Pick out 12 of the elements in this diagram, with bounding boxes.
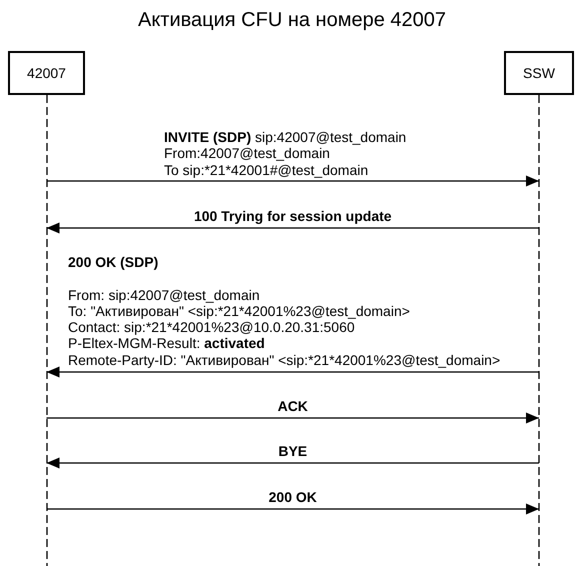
message-arrow (46, 458, 539, 468)
message-arrow (46, 504, 539, 514)
message-label: INVITE (SDP) sip:42007@test_domain From:42007@test_domain To sip:*21*42001#@test_domain (164, 129, 406, 178)
participant-name: SSW (523, 65, 555, 81)
participant-name: 42007 (27, 65, 66, 81)
diagram-title: Активация CFU на номере 42007 (136, 8, 448, 32)
message-arrow (46, 176, 539, 186)
message-arrow (46, 222, 539, 234)
message-label: 100 Trying for session update (194, 208, 392, 224)
message-arrow (46, 412, 539, 424)
message-arrow (46, 366, 539, 378)
message-label: 200 OK (SDP) From: sip:42007@test_domain To: "Активирован" <sip:*21*42001%23@test_domain> Contact: sip:*21*42001%23@10.0.20.31:5060 P-Eltex-MGM-Result: activated Remote-Party-ID: "Активирован" <sip:*21*42001%23@test_domain> (68, 254, 500, 368)
